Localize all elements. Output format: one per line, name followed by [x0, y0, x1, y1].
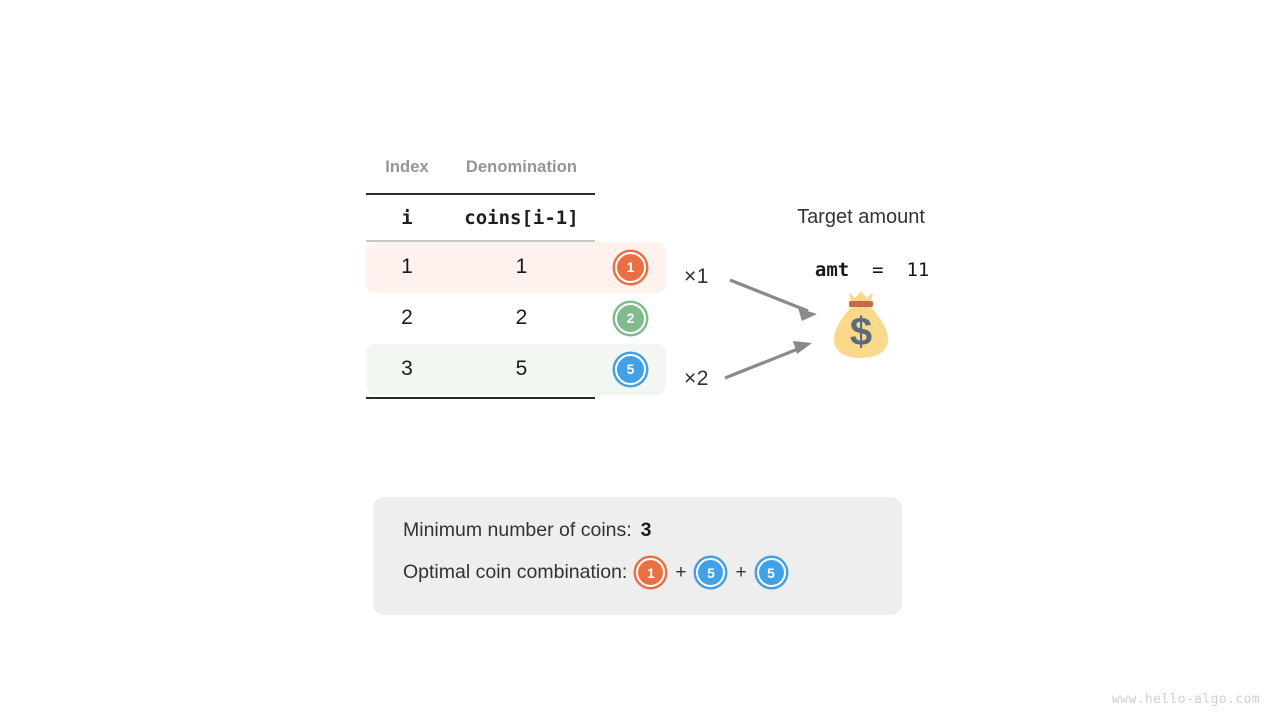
bag-band — [849, 301, 873, 307]
cell-denomination: 2 — [515, 306, 528, 329]
table-variable-row: i coins[i-1] — [366, 195, 595, 240]
cell-coin: 2 — [595, 302, 666, 334]
target-amount-block: Target amount amt = 11 — [761, 206, 961, 305]
target-variable-name: amt — [814, 259, 850, 281]
target-value: 11 — [906, 259, 930, 281]
plus-separator: + — [735, 561, 747, 583]
column-header-index: Index — [385, 158, 429, 176]
table-row: 2 2 2 — [366, 293, 666, 344]
table-column-header-row: Index Denomination — [366, 158, 595, 190]
coin-badge-orange: 1 — [636, 558, 666, 587]
column-header-denomination: Denomination — [465, 158, 578, 176]
target-amount-label: Target amount — [797, 206, 925, 228]
result-min-coins-line: Minimum number of coins: 3 — [403, 519, 652, 542]
combination-coins: 1 + 5 + 5 — [636, 558, 786, 587]
multiplier-row-1: ×1 — [684, 265, 709, 288]
table-row: 3 5 5 — [366, 343, 666, 395]
min-coins-label: Minimum number of coins: — [403, 519, 632, 541]
table-rule-bottom — [366, 396, 595, 399]
arrow-line-upper — [729, 278, 809, 313]
coin-badge-green: 2 — [615, 302, 646, 334]
multiplier-row-3: ×2 — [684, 367, 709, 390]
bag-tie-top — [849, 291, 873, 302]
cell-index: 2 — [401, 306, 413, 329]
coin-badge-blue: 5 — [615, 353, 646, 385]
arrows-group — [724, 278, 817, 380]
bag-body — [834, 307, 888, 358]
cell-denomination: 1 — [515, 255, 528, 278]
arrow-head-upper — [798, 308, 817, 321]
arrow-line-lower — [724, 345, 804, 380]
coin-value: 1 — [646, 564, 655, 581]
cell-denomination: 5 — [515, 357, 528, 380]
variable-denomination: coins[i-1] — [464, 206, 579, 229]
coin-value: 5 — [767, 564, 775, 581]
cell-coin: 1 — [595, 251, 666, 283]
coin-value: 5 — [707, 564, 715, 581]
cell-index: 1 — [401, 255, 413, 278]
table-rule-top — [366, 193, 595, 195]
money-bag-icon: $ — [834, 291, 888, 358]
table-row: 1 1 1 — [366, 241, 666, 293]
cell-index: 3 — [401, 357, 413, 380]
coin-badge-blue: 5 — [696, 558, 726, 587]
coin-badge-orange: 1 — [615, 251, 646, 283]
result-combination-line: Optimal coin combination: 1 + 5 + 5 — [403, 558, 786, 587]
plus-separator: + — [675, 561, 687, 583]
target-equals-sign: = — [872, 259, 884, 281]
target-amount-expression: amt = 11 — [761, 236, 961, 305]
min-coins-value: 3 — [640, 519, 652, 541]
coin-value: 2 — [626, 310, 635, 326]
result-panel: Minimum number of coins: 3 Optimal coin … — [373, 497, 902, 615]
bag-dollar-symbol: $ — [850, 310, 872, 354]
combination-label: Optimal coin combination: — [403, 561, 628, 583]
cell-coin: 5 — [595, 353, 666, 385]
coin-value: 1 — [626, 259, 635, 275]
table-rule-middle — [366, 240, 595, 242]
variable-index: i — [401, 206, 413, 229]
coin-badge-blue: 5 — [756, 558, 786, 587]
coin-denomination-table: Index Denomination i coins[i-1] 1 1 1 2 … — [366, 158, 666, 399]
coin-value: 5 — [626, 361, 635, 377]
arrow-head-lower — [793, 341, 812, 354]
watermark: www.hello-algo.com — [1111, 692, 1260, 707]
